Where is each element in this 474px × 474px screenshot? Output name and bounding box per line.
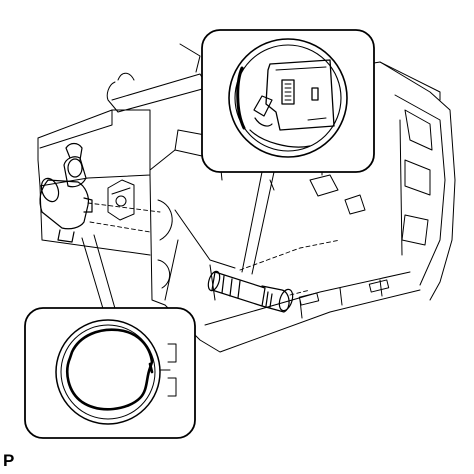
console-housing-outline — [37, 43, 456, 353]
detail-top-terminal-right — [311, 87, 319, 101]
detail-top-inner-ring — [234, 44, 342, 152]
cigarette-lighter-plug-icon — [207, 270, 294, 313]
detail-bottom-middle-ring — [60, 324, 156, 420]
detail-bottom-inner-rim — [66, 328, 154, 411]
leader-lines — [81, 171, 275, 313]
detail-top-frame — [201, 29, 375, 173]
detail-bottom-outer-ring — [55, 319, 161, 425]
figure-corner-label: P — [3, 451, 15, 470]
assembly-guide-lines — [87, 202, 341, 296]
detail-top-connector — [265, 59, 335, 131]
detail-top-outer-ring — [228, 38, 348, 158]
magnified-detail-view-icon — [24, 307, 196, 439]
power-outlet-socket-icon — [39, 142, 93, 243]
detail-top-terminal-left — [281, 79, 295, 105]
magnified-detail-view-icon — [201, 29, 375, 173]
